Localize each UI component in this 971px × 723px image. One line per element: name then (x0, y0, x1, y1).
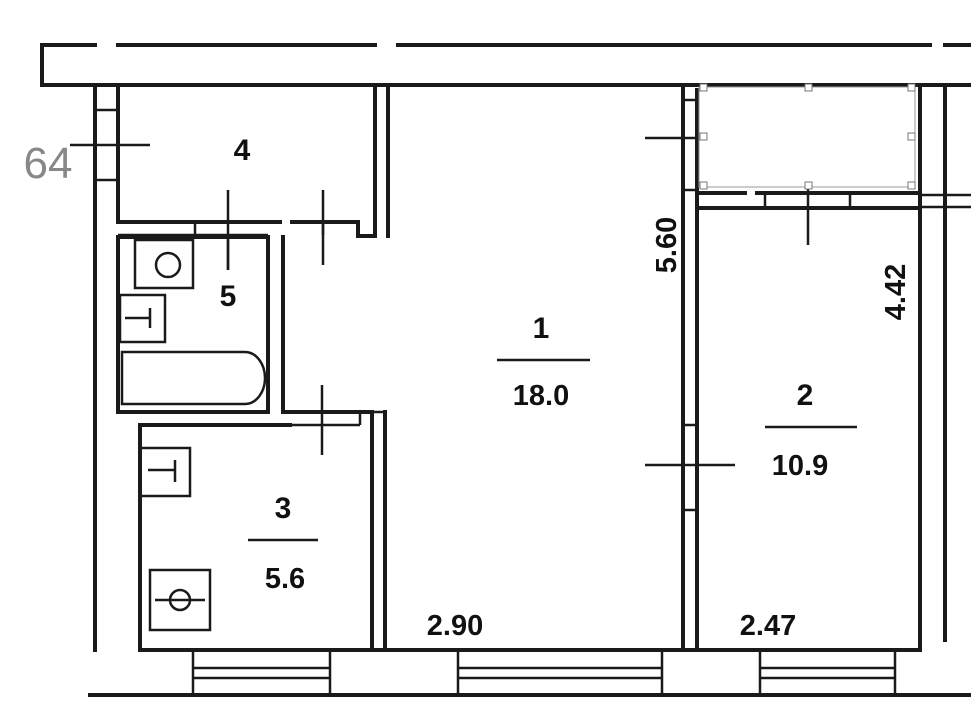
outer-walls (40, 43, 971, 652)
window (758, 648, 897, 697)
room-3-walls (138, 385, 387, 652)
room-2-width: 2.47 (740, 610, 796, 642)
room-2-walls (695, 186, 922, 245)
window (191, 648, 332, 697)
resize-handle[interactable] (699, 181, 708, 190)
toilet-fixture (133, 238, 195, 290)
selection-box[interactable] (698, 83, 916, 190)
room-4-walls (116, 83, 377, 270)
sink-fixture (138, 446, 192, 498)
resize-handle[interactable] (907, 132, 916, 141)
room-1-walls (386, 83, 735, 652)
bottom-wall (88, 648, 971, 697)
room-2-length: 4.42 (880, 264, 912, 320)
window (456, 648, 664, 697)
room-2-label: 2 (797, 379, 814, 412)
bathtub-fixture (120, 350, 267, 406)
room-1-length: 5.60 (651, 217, 683, 273)
room-1-label: 1 (533, 312, 550, 345)
resize-handle[interactable] (804, 181, 813, 190)
stove-fixture (148, 568, 212, 632)
resize-handle[interactable] (907, 181, 916, 190)
resize-handle[interactable] (907, 83, 916, 92)
room-1-width: 2.90 (427, 610, 483, 642)
room-5-walls (116, 235, 285, 414)
sink-fixture (118, 293, 167, 344)
apartment-number: 64 (24, 139, 73, 188)
room-3-area: 5.6 (265, 563, 305, 595)
resize-handle[interactable] (804, 83, 813, 92)
resize-handle[interactable] (699, 132, 708, 141)
room-5-label: 5 (220, 280, 237, 313)
room-1-area: 18.0 (513, 380, 569, 412)
resize-handle[interactable] (699, 83, 708, 92)
room-2-area: 10.9 (772, 450, 828, 482)
room-3-label: 3 (275, 492, 292, 525)
room-4-label: 4 (234, 134, 251, 167)
